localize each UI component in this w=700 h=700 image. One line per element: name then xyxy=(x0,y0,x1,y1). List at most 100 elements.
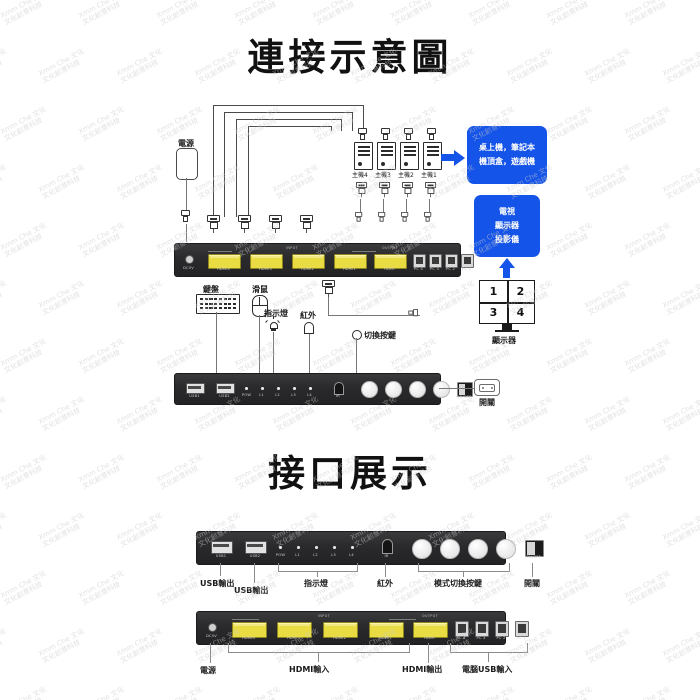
led-label-l3: L3 xyxy=(331,553,336,557)
watermark-text: Xmm Che 文化文化創意科技 xyxy=(467,0,516,27)
rear-panel-top: DC5V INPUT HDMI4 HDMI3 HDMI2 HDMI1 OUTPU… xyxy=(174,243,474,277)
hdmi-connector-icon xyxy=(356,182,368,198)
watermark-text: Xmm Che 文化文化創意科技 xyxy=(583,511,632,549)
usb-a-port-1[interactable] xyxy=(211,541,233,554)
led-l2 xyxy=(277,387,280,390)
monitor-quadrant-4: 4 xyxy=(516,306,525,319)
keyboard-icon xyxy=(196,294,240,314)
callout-display-devices: 電視 顯示器 投影儀 xyxy=(474,195,540,257)
mode-button-4[interactable] xyxy=(433,381,450,398)
power-switch-label: 開關 xyxy=(479,398,495,407)
callout-source-line2: 機頂盒，遊戲機 xyxy=(479,157,535,166)
watermark-text: Xmm Che 文化文化創意科技 xyxy=(661,279,700,317)
watermark-text: Xmm Che 文化文化創意科技 xyxy=(311,0,360,27)
hdmi-in-label: HDMI輸入 xyxy=(289,665,330,674)
watermark-text: Xmm Che 文化文化創意科技 xyxy=(115,627,164,665)
watermark-text: Xmm Che 文化文化創意科技 xyxy=(623,221,672,259)
hdmi-input-port-2[interactable] xyxy=(323,622,358,638)
watermark-text: Xmm Che 文化文化創意科技 xyxy=(155,337,204,375)
watermark-text: Xmm Che 文化文化創意科技 xyxy=(583,627,632,665)
mode-button-4[interactable] xyxy=(496,539,516,559)
hdmi-input-label-1: HDMI1 xyxy=(379,636,392,640)
led-label-l1: L1 xyxy=(295,553,300,557)
watermark-text: Xmm Che 文化文化創意科技 xyxy=(545,221,594,259)
power-rocker-switch[interactable] xyxy=(525,540,544,557)
host-label-1: 主機1 xyxy=(421,172,437,179)
watermark-text: Xmm Che 文化文化創意科技 xyxy=(661,511,700,549)
usb-b-port-pc2[interactable] xyxy=(495,621,509,637)
usb-a-port-1[interactable] xyxy=(186,383,205,394)
watermark-text: Xmm Che 文化文化創意科技 xyxy=(193,163,242,201)
hdmi-connector-icon xyxy=(207,215,220,233)
output-section-label: OUTPUT xyxy=(421,614,439,618)
usb-b-port-pc4[interactable] xyxy=(455,621,469,637)
hdmi-output-port[interactable] xyxy=(374,254,407,269)
usb-b-port-pc3[interactable] xyxy=(475,621,489,637)
mode-button-2[interactable] xyxy=(385,381,402,398)
usb-a-port-2[interactable] xyxy=(216,383,235,394)
usb-b-label-pc1: PC 1 xyxy=(462,267,471,271)
watermark-text: Xmm Che 文化文化創意科技 xyxy=(583,163,632,201)
output-section-label: OUTPUT xyxy=(381,246,399,250)
watermark-text: Xmm Che 文化文化創意科技 xyxy=(389,337,438,375)
led-l4 xyxy=(351,546,354,549)
dc-jack-port[interactable] xyxy=(185,255,194,264)
mode-button-3[interactable] xyxy=(409,381,426,398)
watermark-text: Xmm Che 文化文化創意科技 xyxy=(545,0,594,27)
usb-plug-icon xyxy=(407,309,418,317)
led-label-l4: L4 xyxy=(349,553,354,557)
power-rocker-switch[interactable] xyxy=(457,382,473,397)
usb-b-port-pc2[interactable] xyxy=(445,254,458,268)
watermark-text: Xmm Che 文化文化創意科技 xyxy=(427,279,476,317)
usb-a-port-2[interactable] xyxy=(245,541,267,554)
hdmi-input-port-3[interactable] xyxy=(250,254,283,269)
led-label-l2: L2 xyxy=(313,553,318,557)
power-switch-icon xyxy=(474,379,500,396)
power-adapter-label: 電源 xyxy=(178,139,194,148)
watermark-text: Xmm Che 文化文化創意科技 xyxy=(271,163,320,201)
dc-port-label: DC5V xyxy=(183,266,194,270)
led-l3 xyxy=(333,546,336,549)
usb-in-label: 電腦USB輸入 xyxy=(462,665,513,674)
watermark-text: Xmm Che 文化文化創意科技 xyxy=(77,221,126,259)
hdmi-input-label-4: HDMI4 xyxy=(217,267,230,271)
dc-jack-port[interactable] xyxy=(208,623,217,632)
hdmi-input-port-1[interactable] xyxy=(369,622,404,638)
hdmi-connector-icon xyxy=(379,182,391,198)
usb-b-port-pc1[interactable] xyxy=(515,621,529,637)
watermark-text: Xmm Che 文化文化創意科技 xyxy=(37,627,86,665)
watermark-text: Xmm Che 文化文化創意科技 xyxy=(583,279,632,317)
host-tower-3 xyxy=(377,142,396,170)
dc-port-label: DC5V xyxy=(206,634,217,638)
hdmi-input-port-4[interactable] xyxy=(232,622,267,638)
led-l4 xyxy=(309,387,312,390)
hdmi-output-port[interactable] xyxy=(413,622,448,638)
hdmi-input-port-2[interactable] xyxy=(292,254,325,269)
ir-label: IR xyxy=(336,394,340,398)
callout-display-line3: 投影儀 xyxy=(495,235,519,244)
hdmi-input-port-1[interactable] xyxy=(334,254,367,269)
infrared-receiver-icon xyxy=(304,322,314,334)
usb-plug-icon xyxy=(355,212,363,223)
hdmi-input-port-3[interactable] xyxy=(277,622,312,638)
mode-button-1[interactable] xyxy=(412,539,432,559)
watermark-text: Xmm Che 文化文化創意科技 xyxy=(77,337,126,375)
usb-b-port-pc1[interactable] xyxy=(461,254,474,268)
hdmi-input-port-4[interactable] xyxy=(208,254,241,269)
page-title-connection: 連接示意圖 xyxy=(247,36,453,79)
usb-plug-icon xyxy=(424,212,432,223)
mode-button-3[interactable] xyxy=(468,539,488,559)
usb-b-port-pc4[interactable] xyxy=(413,254,426,268)
led-label-l2: L2 xyxy=(275,393,280,397)
mode-button-1[interactable] xyxy=(361,381,378,398)
usb-b-port-pc3[interactable] xyxy=(429,254,442,268)
page-title-interface: 接口展示 xyxy=(268,452,432,495)
hdmi-out-label: HDMI輸出 xyxy=(402,665,443,674)
watermark-text: Xmm Che 文化文化創意科技 xyxy=(233,105,282,143)
host-tower-4 xyxy=(354,142,373,170)
mode-button-2[interactable] xyxy=(440,539,460,559)
usb-a-label-2: USB2 xyxy=(219,394,230,398)
